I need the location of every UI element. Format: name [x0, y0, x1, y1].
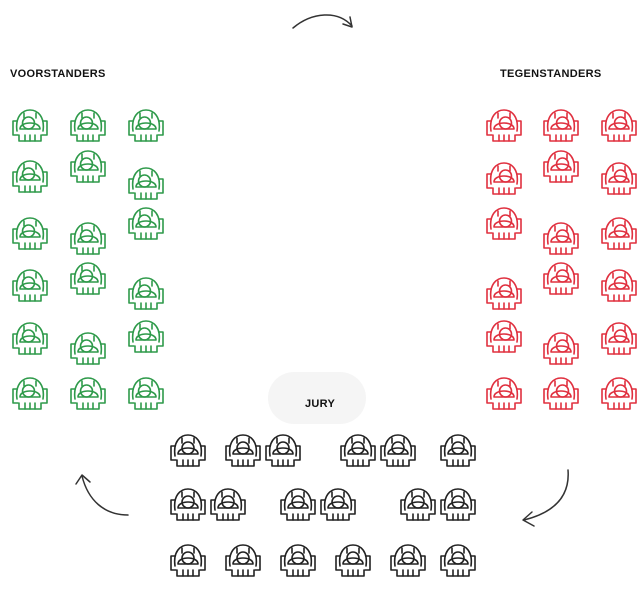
curved-arrow-icon [522, 469, 569, 527]
opponents-group [486, 109, 637, 410]
seated-person-icon [486, 277, 522, 310]
seated-person-icon [128, 320, 164, 353]
seated-person-icon [601, 269, 637, 302]
seated-person-icon [70, 109, 106, 142]
seated-person-icon [335, 544, 371, 577]
seated-person-icon [380, 434, 416, 467]
seated-person-icon [543, 332, 579, 365]
seated-person-icon [543, 222, 579, 255]
seated-person-icon [12, 322, 48, 355]
proponents-group [12, 109, 164, 410]
seated-person-icon [128, 167, 164, 200]
jury-highlight [268, 372, 366, 424]
seated-person-icon [543, 150, 579, 183]
jury-group [170, 434, 476, 577]
seated-person-icon [12, 160, 48, 193]
seated-person-icon [486, 162, 522, 195]
seated-person-icon [601, 322, 637, 355]
seated-person-icon [170, 488, 206, 521]
seated-person-icon [12, 377, 48, 410]
seated-person-icon [486, 320, 522, 353]
seated-person-icon [486, 207, 522, 240]
seated-person-icon [70, 262, 106, 295]
seated-person-icon [486, 109, 522, 142]
seated-person-icon [265, 434, 301, 467]
seated-person-icon [280, 544, 316, 577]
proponents-label: VOORSTANDERS [10, 68, 106, 80]
jury-label: JURY [305, 398, 336, 410]
curved-arrow-icon [75, 474, 129, 516]
seated-person-icon [340, 434, 376, 467]
flow-arrows [75, 14, 569, 527]
seated-person-icon [12, 217, 48, 250]
seated-person-icon [70, 150, 106, 183]
seated-person-icon [128, 207, 164, 240]
seated-person-icon [170, 434, 206, 467]
seated-person-icon [128, 277, 164, 310]
seated-person-icon [225, 434, 261, 467]
seated-person-icon [390, 544, 426, 577]
seated-person-icon [543, 109, 579, 142]
seated-person-icon [12, 109, 48, 142]
seated-person-icon [440, 544, 476, 577]
seated-person-icon [170, 544, 206, 577]
seated-person-icon [601, 109, 637, 142]
seated-person-icon [128, 109, 164, 142]
seated-person-icon [543, 262, 579, 295]
seated-person-icon [440, 488, 476, 521]
seated-person-icon [601, 217, 637, 250]
seated-person-icon [210, 488, 246, 521]
seated-person-icon [440, 434, 476, 467]
seated-person-icon [128, 377, 164, 410]
seated-person-icon [601, 377, 637, 410]
seated-person-icon [70, 222, 106, 255]
seated-person-icon [320, 488, 356, 521]
seated-person-icon [225, 544, 261, 577]
seated-person-icon [70, 377, 106, 410]
seated-person-icon [486, 377, 522, 410]
opponents-label: TEGENSTANDERS [500, 68, 602, 80]
seated-person-icon [400, 488, 436, 521]
seated-person-icon [601, 162, 637, 195]
seated-person-icon [280, 488, 316, 521]
curved-arrow-icon [292, 14, 353, 29]
seated-person-icon [12, 269, 48, 302]
seated-person-icon [70, 332, 106, 365]
seated-person-icon [543, 377, 579, 410]
